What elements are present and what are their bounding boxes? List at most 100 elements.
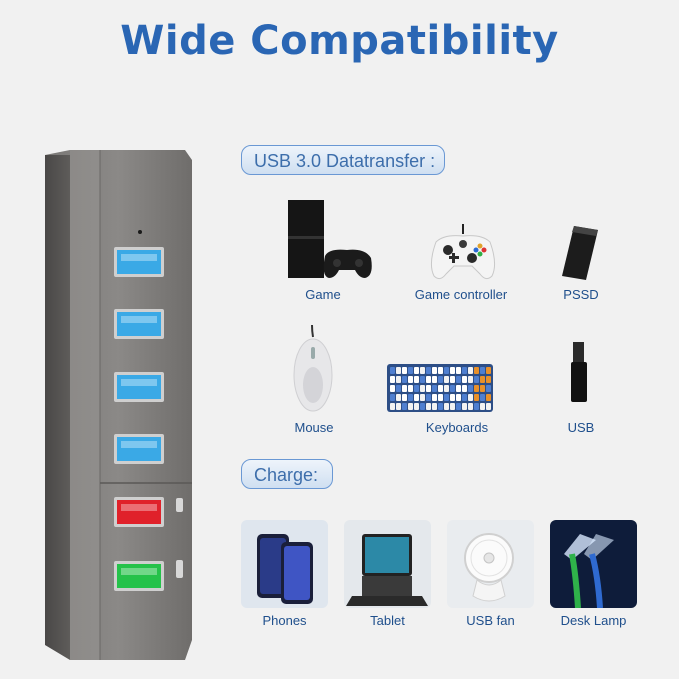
keyboard-key [438, 367, 443, 374]
usb-fan-card [447, 520, 534, 608]
keyboard-key [390, 367, 395, 374]
keyboard-key [480, 394, 485, 401]
device-label-mouse: Mouse [294, 420, 334, 435]
keyboard-key [444, 385, 449, 392]
keyboard-key [420, 403, 425, 410]
page-title: Wide Compatibility [120, 18, 559, 64]
keyboard-key [432, 403, 437, 410]
device-label-pssd: PSSD [563, 287, 599, 302]
keyboard-key [396, 367, 401, 374]
usb-port-light [117, 564, 161, 588]
keyboard-key [468, 403, 473, 410]
keyboard-key [390, 376, 395, 383]
keyboard-key [438, 403, 443, 410]
usb-port-light [117, 437, 161, 461]
tablet-card [344, 520, 431, 608]
keyboard-key [396, 403, 401, 410]
usb-drive-icon [571, 342, 587, 402]
keyboard-key [420, 385, 425, 392]
keyboard-key [462, 394, 467, 401]
keyboard-key [486, 403, 491, 410]
keyboard-key [468, 394, 473, 401]
portable-ssd-icon [562, 226, 598, 280]
usb-port-light [117, 375, 161, 399]
keyboard-key [414, 367, 419, 374]
keyboard-key [408, 394, 413, 401]
keyboard-key [408, 403, 413, 410]
keyboard-key [414, 403, 419, 410]
keyboard-key [426, 403, 431, 410]
usb-hub-image [45, 150, 192, 660]
keyboard-key [390, 385, 395, 392]
keyboard-key [438, 376, 443, 383]
keyboard-key [420, 376, 425, 383]
usb-port-tongue [121, 379, 157, 386]
keyboard-key [432, 394, 437, 401]
usb-port-tongue [121, 568, 157, 575]
keyboard-key [456, 403, 461, 410]
device-label-usb-fan: USB fan [466, 613, 515, 628]
usb-port-light [117, 500, 161, 524]
keyboard-key [462, 367, 467, 374]
keyboard-key [456, 367, 461, 374]
keyboard-key [444, 376, 449, 383]
keyboard-key [402, 385, 407, 392]
usb-port-tongue [121, 316, 157, 323]
desk-lamp-card [550, 520, 637, 608]
charge-label: Charge: [241, 459, 333, 489]
keyboard-key [402, 367, 407, 374]
keyboard-key [480, 367, 485, 374]
keyboard-key [462, 403, 467, 410]
keyboard-key [468, 367, 473, 374]
keyboard-key [450, 367, 455, 374]
keyboard-key [432, 376, 437, 383]
keyboard-key [396, 394, 401, 401]
usb-port-light [117, 312, 161, 336]
keyboard-key [414, 394, 419, 401]
keyboard-key [390, 403, 395, 410]
keyboard-key [396, 385, 401, 392]
keyboard-key [390, 394, 395, 401]
keyboard-key [486, 385, 491, 392]
keyboard-key [450, 403, 455, 410]
keyboard-key [456, 376, 461, 383]
keyboard-key [432, 367, 437, 374]
phones-icon [257, 534, 313, 604]
keyboard-key [486, 394, 491, 401]
keyboard-key [474, 367, 479, 374]
usb-port-tongue [121, 504, 157, 511]
device-label-phones: Phones [262, 613, 307, 628]
keyboard-key [402, 376, 407, 383]
keyboard-key [408, 376, 413, 383]
keyboard-key [426, 376, 431, 383]
usb-port-light [117, 250, 161, 274]
keyboard-key [462, 385, 467, 392]
keyboard-key [444, 403, 449, 410]
usb-datatransfer-label: USB 3.0 Datatransfer : [241, 145, 445, 175]
keyboard-key [474, 403, 479, 410]
keyboard-key [480, 403, 485, 410]
keyboard-key [468, 376, 473, 383]
device-label-desk-lamp: Desk Lamp [560, 613, 627, 628]
device-label-game: Game [305, 287, 341, 302]
keyboard-key [414, 385, 419, 392]
keyboard-key [456, 385, 461, 392]
phones-card [241, 520, 328, 608]
keyboard-key [432, 385, 437, 392]
keyboard-key [474, 385, 479, 392]
keyboard-key [450, 385, 455, 392]
keyboard-key [426, 367, 431, 374]
keyboard-key [420, 367, 425, 374]
keyboard-key [438, 394, 443, 401]
game-controller-icon [430, 224, 496, 280]
device-label-tablet: Tablet [370, 613, 405, 628]
keyboard-key [474, 376, 479, 383]
keyboard-key [480, 385, 485, 392]
keyboard-key [468, 385, 473, 392]
usb-port-tongue [121, 254, 157, 261]
keyboard-key [408, 385, 413, 392]
keyboard-key [486, 367, 491, 374]
game-console-icon [288, 200, 372, 278]
keyboard-key [450, 376, 455, 383]
keyboard-key [396, 376, 401, 383]
